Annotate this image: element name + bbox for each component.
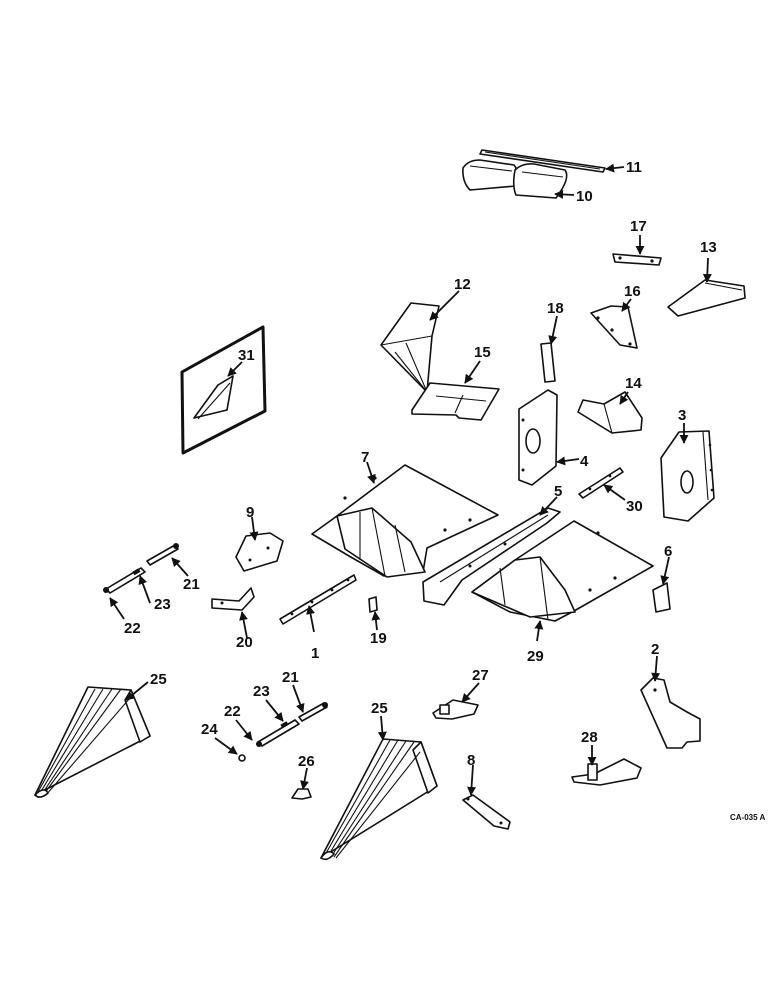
callout-10: 10	[576, 188, 593, 205]
callout-29: 29	[527, 648, 544, 665]
callout-30: 30	[626, 498, 643, 515]
callout-8: 8	[467, 752, 475, 769]
callout-25b: 25	[371, 700, 388, 717]
part-4-side-plate	[518, 389, 558, 486]
part-17-bracket	[612, 253, 662, 266]
callout-5: 5	[554, 483, 562, 500]
callout-14: 14	[625, 375, 642, 392]
callout-21b: 21	[282, 669, 299, 686]
part-15-plate	[411, 382, 500, 421]
callout-17: 17	[630, 218, 647, 235]
part-21-rod-end-lower	[298, 702, 328, 722]
part-29-shroud-right	[471, 520, 654, 622]
callout-28: 28	[581, 729, 598, 746]
part-7-shroud-left	[311, 464, 499, 578]
part-6-small-plate	[652, 582, 671, 613]
drawing-code: CA-035 A	[730, 813, 765, 822]
callout-1: 1	[311, 645, 319, 662]
callout-22a: 22	[124, 620, 141, 637]
part-22-23-rod-lower	[256, 719, 300, 747]
part-19-clip	[368, 596, 378, 613]
callout-7: 7	[361, 449, 369, 466]
part-28-plate	[571, 758, 642, 786]
part-10-cover-panels	[462, 159, 568, 199]
part-18-strip	[540, 342, 556, 383]
part-3-side-plate	[660, 430, 715, 522]
callout-31: 31	[238, 347, 255, 364]
part-8-brace	[462, 794, 511, 830]
callout-19: 19	[370, 630, 387, 647]
callout-26: 26	[298, 753, 315, 770]
callout-15: 15	[474, 344, 491, 361]
callout-22b: 22	[224, 703, 241, 720]
part-9-bracket	[235, 532, 284, 572]
callout-3: 3	[678, 407, 686, 424]
callout-9: 9	[246, 504, 254, 521]
part-30-strap	[578, 467, 624, 499]
callout-4: 4	[580, 453, 589, 470]
part-12-deflector	[380, 302, 440, 393]
part-25-divider-cone-middle	[320, 738, 438, 861]
part-24-pin	[238, 754, 246, 762]
callout-11: 11	[626, 159, 642, 176]
callout-24: 24	[201, 721, 218, 738]
part-1-long-strip	[279, 574, 357, 625]
part-5-channel	[422, 507, 561, 606]
callout-12: 12	[454, 276, 471, 293]
part-31-decal	[180, 325, 267, 455]
callout-2: 2	[651, 641, 659, 658]
callout-labels: 1 2 3 4 5 6 7 8 9 10 11 12 13 14 15 16 1…	[124, 159, 765, 822]
part-20-angle-bracket	[211, 587, 255, 611]
part-22-23-rod-upper	[103, 567, 146, 594]
part-16-gusset	[590, 305, 638, 349]
part-27-mount	[432, 699, 479, 720]
callout-23b: 23	[253, 683, 270, 700]
callout-23a: 23	[154, 596, 171, 613]
callout-18: 18	[547, 300, 564, 317]
part-21-rod-end-upper	[146, 543, 179, 566]
callout-6: 6	[664, 543, 672, 560]
callout-16: 16	[624, 283, 641, 300]
callout-27: 27	[472, 667, 489, 684]
callout-25a: 25	[150, 671, 167, 688]
part-26-small-bracket	[291, 788, 312, 800]
callout-20: 20	[236, 634, 253, 651]
part-14-bracket	[577, 391, 643, 434]
part-11-top-rail	[479, 149, 606, 173]
part-13-plate	[667, 279, 746, 317]
callout-21a: 21	[183, 576, 200, 593]
part-25-divider-cone-left	[34, 686, 151, 798]
part-2-support	[640, 677, 701, 749]
callout-13: 13	[700, 239, 717, 256]
